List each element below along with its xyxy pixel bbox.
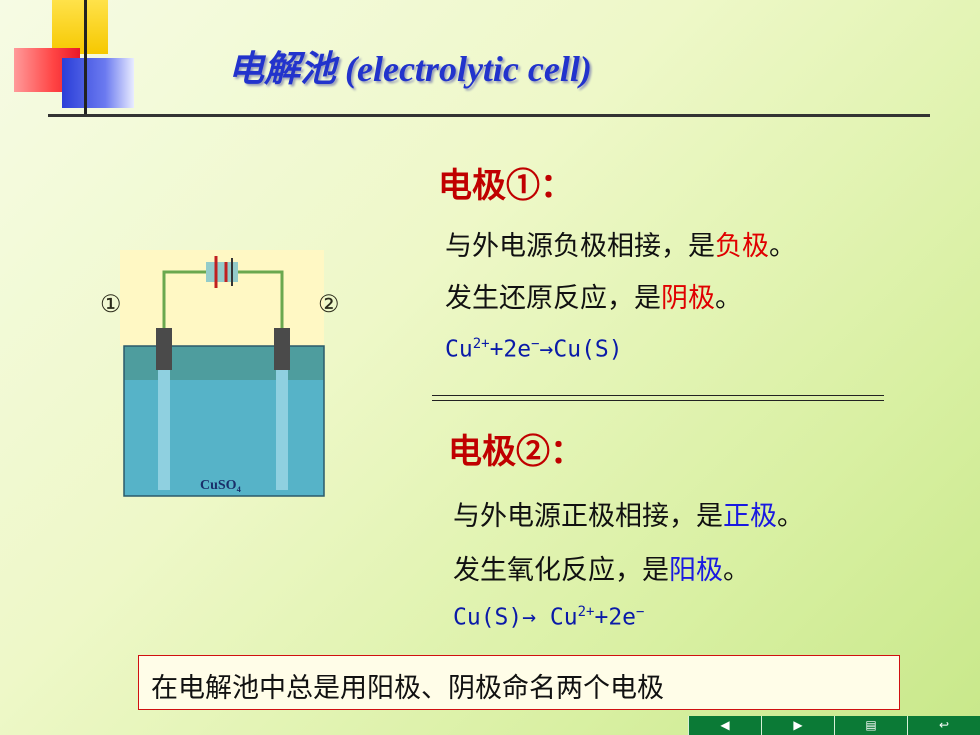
menu-button[interactable]: ▤ bbox=[834, 716, 907, 735]
eq-part: Cu bbox=[445, 336, 473, 363]
battery-icon bbox=[206, 256, 238, 288]
beaker-outline bbox=[123, 345, 325, 497]
electrolytic-cell-diagram bbox=[120, 250, 325, 497]
electrode-1-heading: 电极①： bbox=[438, 166, 574, 206]
summary-box: 在电解池中总是用阳极、阴极命名两个电极 bbox=[138, 655, 900, 710]
eq-charge: 2+ bbox=[577, 604, 595, 620]
punctuation: 。 bbox=[723, 555, 750, 586]
punctuation: 。 bbox=[769, 231, 796, 262]
eq-charge: − bbox=[636, 604, 645, 620]
eq-part: +2e bbox=[489, 336, 532, 363]
punctuation: 。 bbox=[715, 283, 742, 314]
electrolyte-top bbox=[124, 346, 324, 380]
electrode-1-reaction-label: 发生还原反应，是 bbox=[445, 283, 661, 314]
page-title: 电解池 (electrolytic cell) bbox=[228, 49, 592, 89]
title-divider bbox=[48, 114, 930, 117]
electrode-2-connection-label: 与外电源正极相接，是 bbox=[453, 501, 723, 532]
electrode-1 bbox=[158, 370, 170, 490]
next-slide-button[interactable]: ▶ bbox=[761, 716, 834, 735]
section-divider bbox=[432, 400, 884, 401]
electrode-2-connection-text: 与外电源正极相接，是正极。 bbox=[453, 494, 804, 533]
electrode-1-top bbox=[156, 328, 172, 370]
anode-equation: Cu(S)→ Cu2++2e− bbox=[453, 604, 644, 631]
electrode-2-reaction-label: 发生氧化反应，是 bbox=[453, 555, 669, 586]
eq-charge: 2+ bbox=[472, 336, 490, 352]
electrode-2 bbox=[276, 370, 288, 490]
section-divider bbox=[432, 395, 884, 396]
wire-left bbox=[162, 270, 206, 328]
corner-decoration bbox=[0, 0, 140, 120]
eq-part: +2e bbox=[594, 604, 637, 631]
electrode-2-label: ② bbox=[318, 290, 340, 318]
eq-part: →Cu(S) bbox=[539, 336, 623, 363]
electrolyte-body bbox=[124, 380, 324, 496]
electrode-1-label: ① bbox=[100, 290, 122, 318]
electrode-1-reaction-text: 发生还原反应，是阴极。 bbox=[445, 276, 742, 315]
eq-part: Cu(S)→ Cu bbox=[453, 604, 578, 631]
summary-text: 在电解池中总是用阳极、阴极命名两个电极 bbox=[151, 673, 664, 704]
cathode-equation: Cu2++2e−→Cu(S) bbox=[445, 336, 623, 363]
slide-navigation: ◀ ▶ ▤ ↩ bbox=[688, 716, 980, 735]
electrode-1-connection-text: 与外电源负极相接，是负极。 bbox=[445, 224, 796, 263]
wire-right bbox=[238, 270, 284, 328]
eq-charge: − bbox=[531, 336, 540, 352]
return-button[interactable]: ↩ bbox=[907, 716, 980, 735]
electrode-2-heading: 电极②： bbox=[448, 432, 584, 472]
positive-pole-highlight: 正极 bbox=[723, 501, 777, 532]
electrode-2-top bbox=[274, 328, 290, 370]
electrode-2-reaction-text: 发生氧化反应，是阳极。 bbox=[453, 548, 750, 587]
anode-highlight: 阳极 bbox=[669, 555, 723, 586]
prev-slide-button[interactable]: ◀ bbox=[688, 716, 761, 735]
punctuation: 。 bbox=[777, 501, 804, 532]
solution-label: CuSO₄ bbox=[200, 478, 241, 493]
negative-pole-highlight: 负极 bbox=[715, 231, 769, 262]
cathode-highlight: 阴极 bbox=[661, 283, 715, 314]
electrode-1-connection-label: 与外电源负极相接，是 bbox=[445, 231, 715, 262]
